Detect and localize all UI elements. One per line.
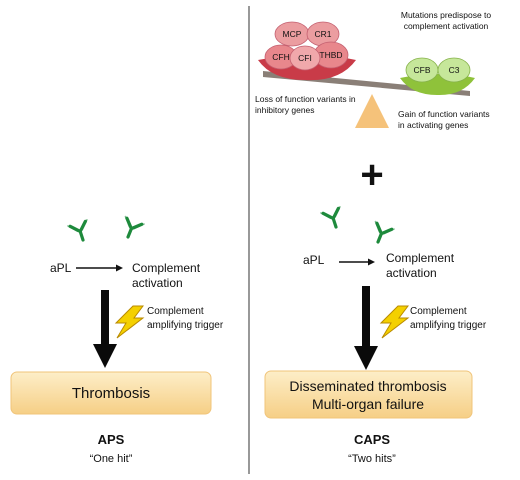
left-syndrome-label: APS bbox=[98, 432, 125, 447]
mutations-line1: Mutations predispose to bbox=[401, 10, 492, 20]
activating-proteins bbox=[405, 57, 471, 83]
inhibitory-proteins bbox=[264, 21, 349, 71]
gain-of-function-line2: in activating genes bbox=[398, 120, 468, 130]
left-main-arrow-icon bbox=[93, 290, 117, 368]
protein-cfi-label: CFI bbox=[298, 53, 312, 63]
plus-icon: + bbox=[360, 153, 383, 197]
right-antibody-2-icon bbox=[367, 219, 396, 248]
left-apl-label: aPL bbox=[50, 261, 72, 275]
right-main-arrow-icon bbox=[354, 286, 378, 370]
gain-of-function-line1: Gain of function variants bbox=[398, 109, 490, 119]
mutations-line2: complement activation bbox=[404, 21, 489, 31]
loss-of-function-line1: Loss of function variants in bbox=[255, 94, 356, 104]
right-outcome-box bbox=[264, 370, 473, 419]
left-activation-line1: Complement bbox=[132, 261, 201, 275]
protein-thbd-label: THBD bbox=[319, 50, 342, 60]
right-trigger-line2: amplifying trigger bbox=[410, 320, 487, 331]
left-antibody-1-icon bbox=[66, 218, 95, 245]
right-syndrome-label: CAPS bbox=[354, 432, 390, 447]
left-outcome-box bbox=[10, 371, 212, 415]
left-trigger-line2: amplifying trigger bbox=[147, 320, 224, 331]
seesaw-fulcrum bbox=[355, 94, 389, 128]
protein-mcp-label: MCP bbox=[283, 29, 302, 39]
right-subtitle: “Two hits” bbox=[348, 453, 396, 465]
right-activation-line1: Complement bbox=[386, 251, 455, 265]
left-antibody-2-icon bbox=[117, 214, 146, 243]
right-lightning-icon bbox=[379, 305, 410, 339]
protein-cfb-label: CFB bbox=[414, 65, 431, 75]
right-antibody-1-icon bbox=[319, 205, 348, 232]
left-outcome-label: Thrombosis bbox=[72, 385, 150, 402]
right-outcome-line2: Multi-organ failure bbox=[312, 396, 424, 412]
protein-c3 bbox=[437, 57, 471, 83]
right-outcome-line1: Disseminated thrombosis bbox=[289, 378, 446, 394]
left-activation-arrow-icon bbox=[76, 264, 123, 272]
left-trigger-line1: Complement bbox=[147, 306, 204, 317]
right-apl-label: aPL bbox=[303, 253, 325, 267]
right-activation-line2: activation bbox=[386, 266, 437, 280]
loss-of-function-line2: inhibitory genes bbox=[255, 105, 315, 115]
right-activation-arrow-icon bbox=[339, 258, 375, 266]
protein-cr1-label: CR1 bbox=[314, 29, 331, 39]
right-trigger-line1: Complement bbox=[410, 306, 467, 317]
protein-c3-label: C3 bbox=[449, 65, 460, 75]
left-activation-line2: activation bbox=[132, 276, 183, 290]
protein-cfh-label: CFH bbox=[272, 52, 289, 62]
left-subtitle: “One hit” bbox=[90, 453, 133, 465]
left-lightning-icon bbox=[114, 305, 145, 339]
protein-cfi bbox=[289, 45, 321, 71]
